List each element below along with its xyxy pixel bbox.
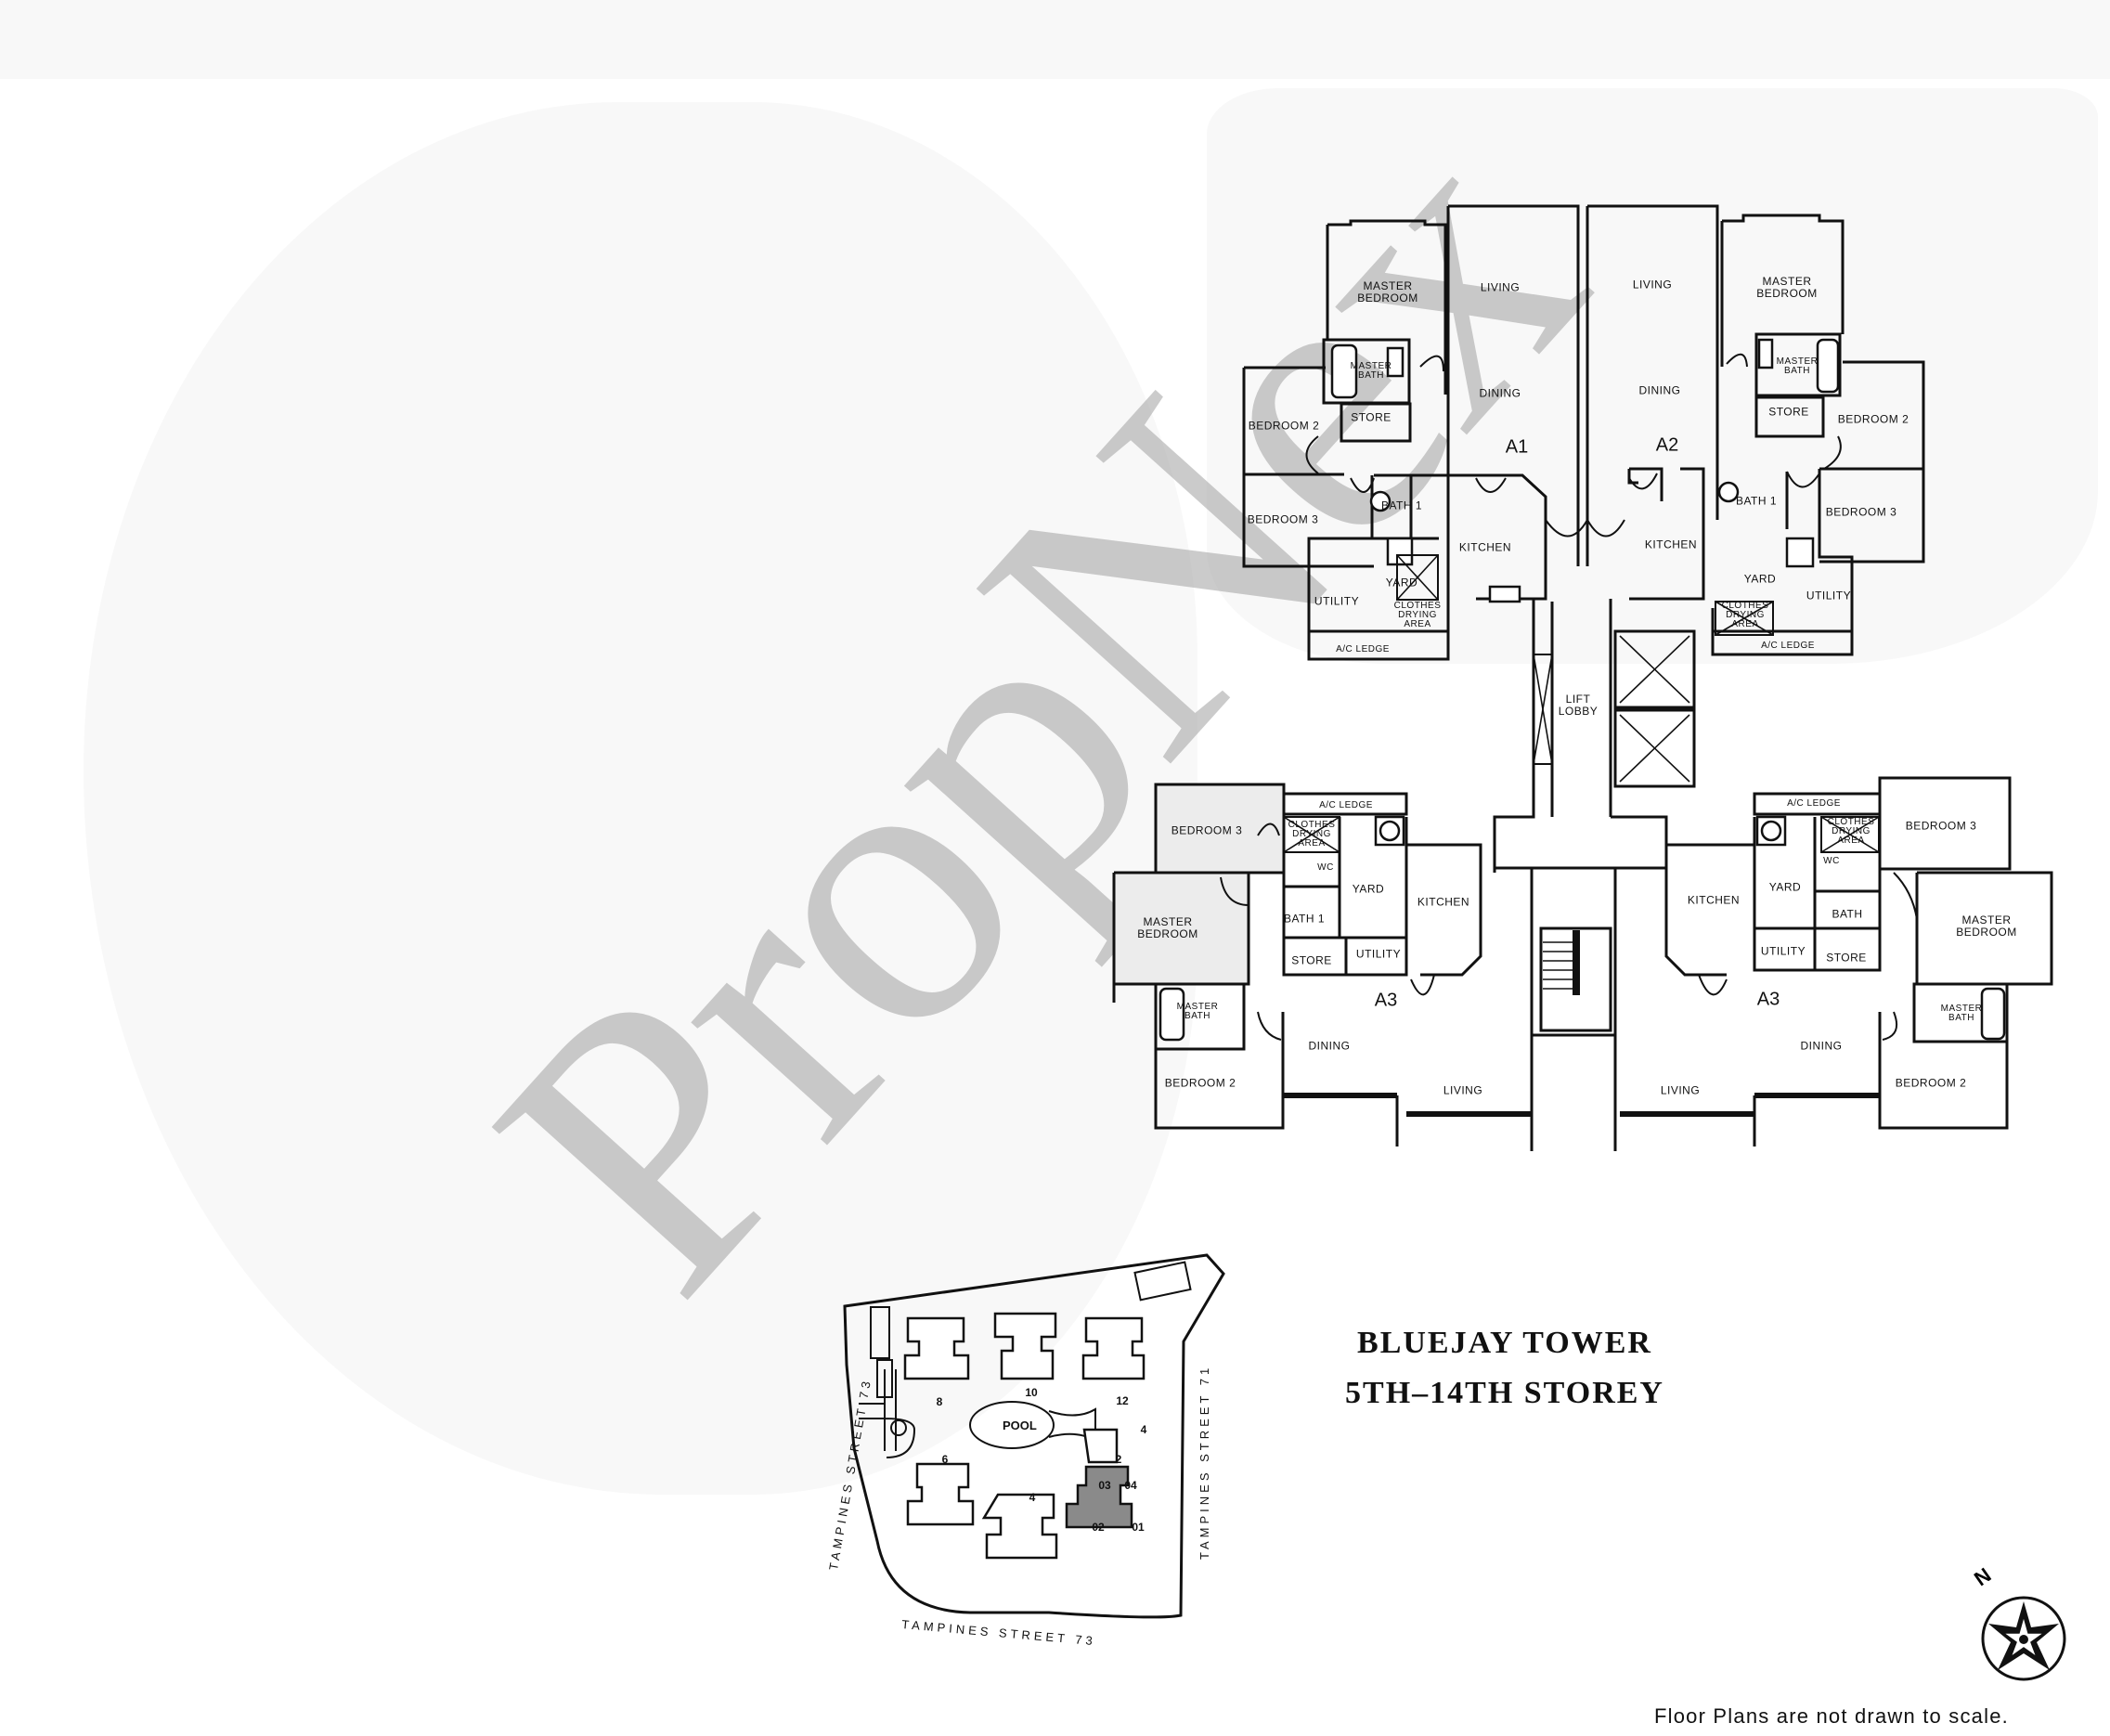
room-label-a2-clothes-drying: CLOTHES DRYING AREA <box>1721 601 1769 629</box>
room-label-a2-dining: DINING <box>1638 383 1681 397</box>
room-label-a3l-ac-ledge: A/C LEDGE <box>1319 800 1373 810</box>
background-blob-left <box>84 102 1197 1495</box>
room-label-a2-store: STORE <box>1768 405 1809 419</box>
site-pool-label: POOL <box>1003 1419 1037 1432</box>
room-label-a3r-dining: DINING <box>1800 1039 1843 1053</box>
room-label-a1-clothes-drying: CLOTHES DRYING AREA <box>1393 601 1442 629</box>
room-label-a3l-bedroom-3: BEDROOM 3 <box>1171 823 1243 837</box>
site-block-8: 8 <box>936 1395 943 1408</box>
room-label-a3r-kitchen: KITCHEN <box>1687 893 1741 907</box>
room-label-a3r-bedroom-3: BEDROOM 3 <box>1905 819 1977 833</box>
room-label-a3r-living: LIVING <box>1660 1083 1701 1097</box>
room-label-a3r-master-bath: MASTER BATH <box>1940 1004 1983 1023</box>
room-label-a2-master-bath: MASTER BATH <box>1776 356 1819 376</box>
unit-label-a3-right: A3 <box>1756 989 1780 1010</box>
road-label-east: TAMPINES STREET 71 <box>1197 1364 1211 1560</box>
room-label-a2-bedroom-3: BEDROOM 3 <box>1825 505 1897 519</box>
room-label-a3r-utility: UTILITY <box>1760 944 1806 958</box>
room-label-a1-bath-1: BATH 1 <box>1380 499 1423 512</box>
site-unit-04: 04 <box>1124 1479 1137 1492</box>
site-plan-drawing <box>843 1253 1225 1619</box>
room-label-a3r-master-bedroom: MASTER BEDROOM <box>1956 913 2017 939</box>
unit-a3-left-walls <box>1112 783 1532 1147</box>
room-label-a2-living: LIVING <box>1632 278 1673 291</box>
room-label-a1-utility: UTILITY <box>1314 594 1360 608</box>
unit-a3-right-walls <box>1620 776 2053 1147</box>
site-block-2: 2 <box>1115 1453 1122 1466</box>
site-unit-02: 02 <box>1092 1521 1105 1534</box>
unit-label-a1: A1 <box>1505 436 1529 458</box>
room-label-a2-yard: YARD <box>1743 572 1777 586</box>
site-unit-01: 01 <box>1132 1521 1145 1534</box>
room-label-a1-master-bedroom: MASTER BEDROOM <box>1357 279 1418 304</box>
room-label-lift-lobby: LIFT LOBBY <box>1558 693 1599 718</box>
room-label-a3r-yard: YARD <box>1768 880 1802 894</box>
unit-label-a2: A2 <box>1655 434 1679 456</box>
room-label-a2-bath-1: BATH 1 <box>1735 494 1778 508</box>
room-label-a1-master-bath: MASTER BATH <box>1350 361 1392 381</box>
room-label-a2-kitchen: KITCHEN <box>1644 538 1698 551</box>
room-label-a1-living: LIVING <box>1480 280 1521 294</box>
site-unit-03: 03 <box>1098 1479 1111 1492</box>
room-label-a3l-wc: WC <box>1317 862 1334 873</box>
room-label-a3l-bath-1: BATH 1 <box>1283 912 1326 926</box>
room-label-a3l-dining: DINING <box>1308 1039 1351 1053</box>
room-label-a1-kitchen: KITCHEN <box>1458 540 1512 554</box>
room-label-a3r-ac-ledge: A/C LEDGE <box>1787 798 1841 809</box>
room-label-a3l-living: LIVING <box>1443 1083 1483 1097</box>
room-label-a1-bedroom-2: BEDROOM 2 <box>1248 419 1320 433</box>
site-block-14: 4 <box>1140 1423 1147 1436</box>
room-label-a3l-master-bedroom: MASTER BEDROOM <box>1137 915 1198 940</box>
unit-label-a3-left: A3 <box>1374 990 1398 1011</box>
room-label-a3r-bath: BATH <box>1832 907 1863 921</box>
room-label-a3l-master-bath: MASTER BATH <box>1176 1002 1219 1021</box>
room-label-a3r-store: STORE <box>1826 951 1867 965</box>
room-label-a1-yard: YARD <box>1385 576 1418 589</box>
room-label-a3l-bedroom-2: BEDROOM 2 <box>1164 1076 1236 1090</box>
room-label-a1-dining: DINING <box>1479 386 1521 400</box>
room-label-a3l-kitchen: KITCHEN <box>1417 895 1470 909</box>
compass-rose-icon <box>1981 1596 2066 1681</box>
unit-a2-walls <box>1586 204 1925 656</box>
site-block-10: 10 <box>1025 1386 1038 1399</box>
room-label-a3l-clothes-drying: CLOTHES DRYING AREA <box>1288 820 1336 849</box>
room-label-a3l-yard: YARD <box>1352 882 1385 896</box>
room-label-a3r-wc: WC <box>1823 856 1840 866</box>
site-block-4: 4 <box>1029 1491 1036 1504</box>
building-title: BLUEJAY TOWER <box>1357 1326 1652 1360</box>
core-walls <box>1493 599 1696 1151</box>
room-label-a3r-bedroom-2: BEDROOM 2 <box>1895 1076 1967 1090</box>
storey-range-title: 5TH–14TH STOREY <box>1345 1376 1664 1410</box>
site-block-12: 12 <box>1116 1394 1129 1407</box>
room-label-a2-master-bedroom: MASTER BEDROOM <box>1756 275 1818 300</box>
background-blob-top <box>0 0 2110 79</box>
room-label-a2-bedroom-2: BEDROOM 2 <box>1837 412 1909 426</box>
unit-a1-walls <box>1242 204 1625 661</box>
room-label-a1-ac-ledge: A/C LEDGE <box>1336 644 1390 654</box>
room-label-a3r-clothes-drying: CLOTHES DRYING AREA <box>1827 817 1875 846</box>
site-block-6: 6 <box>941 1453 949 1466</box>
room-label-a3l-utility: UTILITY <box>1355 947 1402 961</box>
room-label-a2-ac-ledge: A/C LEDGE <box>1761 641 1815 651</box>
room-label-a3l-store: STORE <box>1291 953 1332 967</box>
room-label-a1-store: STORE <box>1351 410 1392 424</box>
room-label-a1-bedroom-3: BEDROOM 3 <box>1247 512 1319 526</box>
scale-disclaimer: Floor Plans are not drawn to scale. <box>1654 1704 2009 1728</box>
room-label-a2-utility: UTILITY <box>1806 589 1852 602</box>
